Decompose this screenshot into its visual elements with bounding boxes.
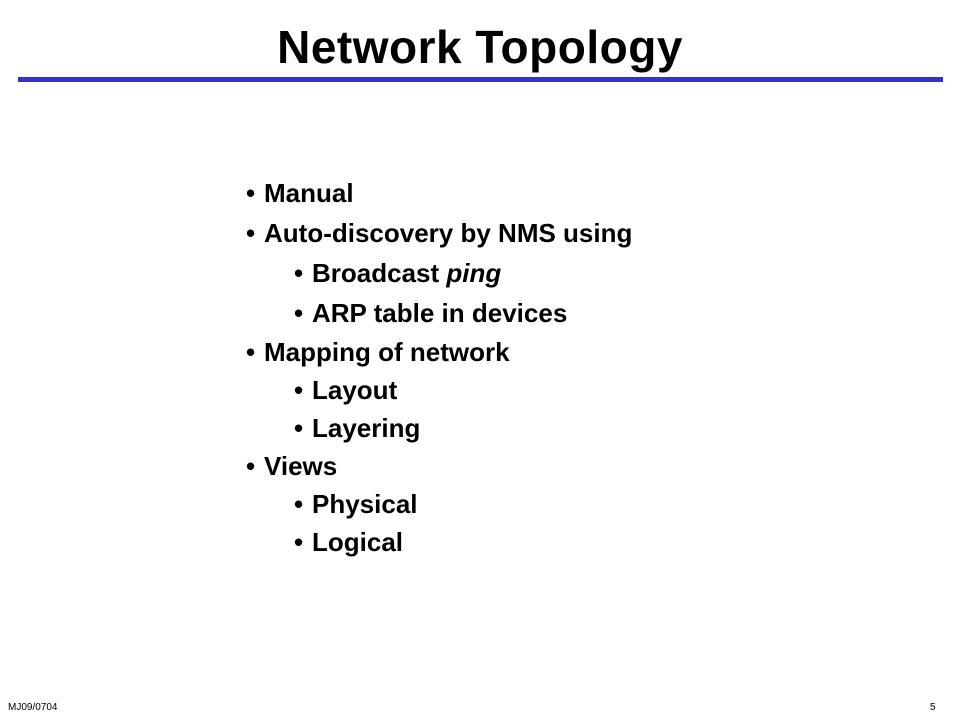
bullet-icon: • xyxy=(246,451,256,481)
bullet-icon: • xyxy=(294,375,304,405)
bullet-icon: • xyxy=(246,218,256,248)
bullet-text: Manual xyxy=(264,178,354,208)
sub-bullet-item: • Broadcast ping xyxy=(294,254,501,292)
bullet-text-italic: ping xyxy=(446,258,502,288)
bullet-icon: • xyxy=(246,178,256,208)
sub-bullet-item: • Logical xyxy=(294,523,403,561)
bullet-text: Views xyxy=(264,451,338,481)
bullet-item: • Auto-discovery by NMS using xyxy=(246,214,632,252)
footer-code: MJ09/0704 xyxy=(8,702,58,713)
slide-title: Network Topology xyxy=(277,21,683,73)
sub-bullet-item: • Layout xyxy=(294,371,397,409)
bullet-icon: • xyxy=(294,298,304,328)
bullet-icon: • xyxy=(294,527,304,557)
bullet-text: Broadcast xyxy=(312,258,447,288)
bullet-text: Auto-discovery by NMS using xyxy=(264,218,633,248)
bullet-item: • Mapping of network xyxy=(246,333,510,371)
title-underline xyxy=(18,77,943,82)
sub-bullet-item: • ARP table in devices xyxy=(294,294,567,332)
bullet-icon: • xyxy=(294,489,304,519)
bullet-text: Layering xyxy=(312,413,421,443)
bullet-item: • Views xyxy=(246,447,337,485)
bullet-text: ARP table in devices xyxy=(312,298,568,328)
bullet-icon: • xyxy=(294,413,304,443)
sub-bullet-item: • Layering xyxy=(294,409,420,447)
bullet-icon: • xyxy=(246,337,256,367)
bullet-icon: • xyxy=(294,258,304,288)
page-number: 5 xyxy=(930,702,936,713)
bullet-item: • Manual xyxy=(246,174,354,212)
sub-bullet-item: • Physical xyxy=(294,485,418,523)
bullet-text: Logical xyxy=(312,527,404,557)
bullet-text: Layout xyxy=(312,375,398,405)
bullet-text: Physical xyxy=(312,489,418,519)
bullet-text: Mapping of network xyxy=(264,337,510,367)
